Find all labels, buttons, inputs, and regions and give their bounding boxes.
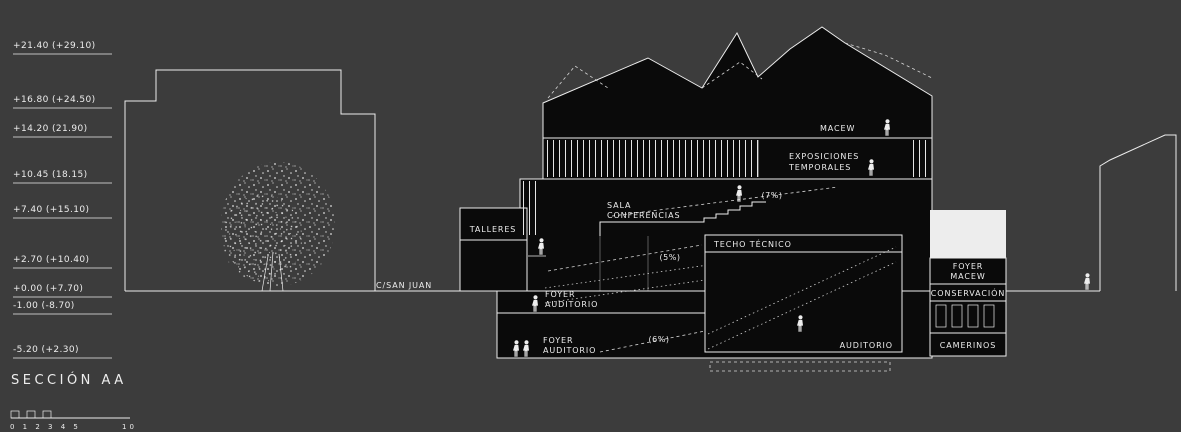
auditorium-box [704,234,903,353]
level-row: -1.00 (-8.70) [13,301,112,315]
ground: C/SAN JUAN [125,134,1177,292]
exposiciones-label-1: EXPOSICIONES [789,152,859,161]
level-row: +10.45 (18.15) [13,170,112,184]
exposiciones-label-2: TEMPORALES [788,163,851,172]
tree [221,162,335,292]
scale-end-tick: 10 [122,423,137,431]
below-stage-dashed-box [709,361,891,372]
section-title: SECCIÓN AA [11,372,127,388]
scale-block [26,410,36,419]
sight-line [544,237,901,289]
ramp-5pct [547,244,703,272]
level-row: +2.70 (+10.40) [13,255,112,269]
adjacent-building [124,69,376,292]
talleres-box [459,207,528,241]
foyer-macew-label-1: FOYER [953,262,983,271]
wall-poche-block [930,210,1006,258]
louver-wall-hatch [546,140,758,177]
level-label: -1.00 (-8.70) [13,301,75,311]
main-building [459,26,1007,372]
ramp-7pct [611,186,839,217]
level-row: +7.40 (+15.10) [13,205,112,219]
level-row: +21.40 (+29.10) [13,41,112,55]
level-row: +16.80 (+24.50) [13,95,112,109]
foyer-auditorio-lower-label-2: AUDITORIO [543,346,596,355]
level-label: -5.20 (+2.30) [13,345,79,355]
sala-floor-and-stairs [599,201,766,236]
conservacion-label: CONSERVACIÓN [931,287,1005,298]
foyer-auditorio-upper-label-1: FOYER [545,290,575,299]
scale-bar: 0 1 2 3 4 5 10 [10,410,137,431]
roof-dashed-right [844,42,933,79]
foyer-macew-label-2: MACEW [950,272,985,281]
terrace-hatch [521,181,541,235]
foyer-auditorio-upper-label-2: AUDITORIO [545,300,598,309]
storage-box [951,304,963,328]
camerinos-label: CAMERINOS [940,341,996,350]
auditorium-volume [704,234,903,353]
level-label: +16.80 (+24.50) [13,95,96,105]
slope-5pct-label: (5%) [660,253,681,262]
level-label: +14.20 (21.90) [13,124,88,134]
storage-box [967,304,979,328]
scale-block [10,410,20,419]
talleres-label: TALLERES [469,225,517,234]
levels-panel: +21.40 (+29.10) +16.80 (+24.50) +14.20 (… [13,41,112,359]
slope-7pct-label: (7%) [762,191,783,200]
level-row: -5.20 (+2.30) [13,345,112,359]
talleres-hatch [459,239,528,292]
macew-label: MACEW [820,124,855,133]
room-labels: MACEW EXPOSICIONES TEMPORALES SALA CONFE… [469,124,1005,355]
person-figure [1083,273,1091,290]
storage-box [983,304,995,328]
talleres-annex [459,207,546,292]
sight-line [544,251,901,304]
auditorium-sight-line [707,246,897,335]
scale-ticks: 0 1 2 3 4 5 [10,423,81,431]
storage-box [935,304,947,328]
level-label: +2.70 (+10.40) [13,255,89,265]
level-label: +7.40 (+15.10) [13,205,89,215]
tree-canopy-inner [222,194,302,282]
auditorium-sight-line [707,261,897,350]
right-neighbor-profile [1099,134,1177,291]
scale-block [42,410,52,419]
street-label: C/SAN JUAN [376,281,432,290]
level-label: +0.00 (+7.70) [13,284,83,294]
foyer-auditorio-lower-label-1: FOYER [543,336,573,345]
auditorio-label: AUDITORIO [840,341,893,350]
slope-6pct-label: (6%) [649,335,670,344]
level-label: +21.40 (+29.10) [13,41,96,51]
camerinos-band [929,332,1007,357]
sala-label-1: SALA [607,201,631,210]
right-service-stack [929,210,1007,357]
sala-label-2: CONFERENCIAS [607,211,680,220]
roof-dashed-left [547,65,609,99]
techo-tecnico-label: TECHO TÉCNICO [713,238,792,249]
title-block: SECCIÓN AA 0 1 2 3 4 5 10 [10,372,137,431]
level-row: +14.20 (21.90) [13,124,112,138]
level-label: +10.45 (18.15) [13,170,88,180]
level-row: +0.00 (+7.70) [13,284,112,298]
right-edge-hatch [912,140,930,177]
adjacent-building-outline [124,69,376,291]
